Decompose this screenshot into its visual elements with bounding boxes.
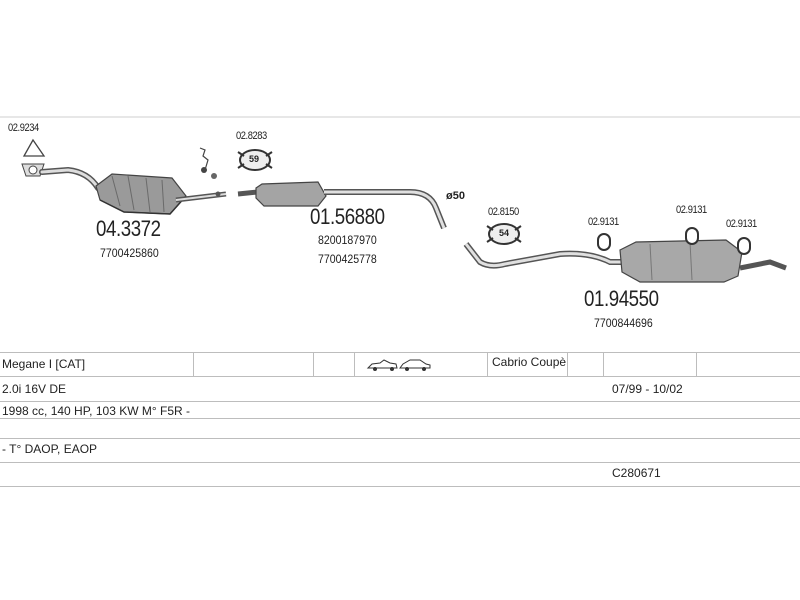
lambda-sensor-icon — [199, 147, 221, 197]
specification-table: Megane I [CAT] Cabrio Coupè 2.0i 16V DE … — [0, 352, 800, 492]
car-body-icon — [366, 359, 431, 371]
table-column-line — [696, 352, 697, 376]
table-divider — [0, 438, 800, 439]
part-code-label: 02.9234 — [8, 122, 39, 134]
rubber-hanger-icon — [737, 237, 751, 255]
middle-silencer-part — [237, 181, 447, 230]
rubber-hanger-icon — [597, 233, 611, 251]
rear-part-number: 01.94550 — [584, 286, 659, 311]
table-divider — [0, 352, 800, 353]
catalytic-converter-part — [39, 166, 227, 215]
table-column-line — [603, 352, 604, 376]
table-divider — [0, 418, 800, 419]
table-column-line — [193, 352, 194, 376]
part-code-label: 02.9131 — [588, 216, 619, 228]
middle-ref-number: 7700425778 — [318, 252, 377, 266]
catalytic-ref-number: 7700425860 — [100, 246, 159, 260]
part-code-label: 02.8150 — [488, 206, 519, 218]
rear-ref-number: 7700844696 — [594, 316, 653, 330]
catalog-code-cell: C280671 — [612, 466, 661, 480]
table-column-line — [567, 352, 568, 376]
table-divider — [0, 462, 800, 463]
part-code-label: 02.9131 — [726, 218, 757, 230]
table-column-line — [487, 352, 488, 376]
catalytic-part-number: 04.3372 — [96, 216, 161, 241]
clamp-icon — [486, 223, 522, 245]
clamp-size-label: 59 — [249, 154, 260, 164]
gasket-triangle-icon — [21, 138, 46, 177]
table-divider — [0, 376, 800, 377]
table-column-line — [313, 352, 314, 376]
engine-cell: 2.0i 16V DE — [2, 382, 67, 396]
part-code-label: 02.8283 — [236, 130, 267, 142]
table-column-line — [354, 352, 355, 376]
middle-part-number: 01.56880 — [310, 204, 385, 229]
middle-ref-number: 8200187970 — [318, 233, 377, 247]
pipe-diameter-label: ø50 — [446, 190, 465, 202]
part-code-label: 02.9131 — [676, 204, 707, 216]
exhaust-drawing — [0, 116, 800, 283]
clamp-icon — [237, 149, 273, 171]
rubber-hanger-icon — [685, 227, 699, 245]
clamp-size-label: 54 — [499, 228, 510, 238]
table-divider — [0, 486, 800, 487]
exhaust-diagram: 02.9234 02.8283 59 04.3372 7700425860 01… — [0, 116, 800, 330]
model-cell: Megane I [CAT] — [2, 357, 86, 371]
body-type-cell: Cabrio Coupè — [492, 355, 567, 369]
rear-silencer-part — [463, 239, 787, 283]
notes-cell: - T° DAOP, EAOP — [2, 442, 98, 456]
years-cell: 07/99 - 10/02 — [612, 382, 683, 396]
table-divider — [0, 401, 800, 402]
engine-details-cell: 1998 cc, 140 HP, 103 KW M° F5R - — [2, 404, 190, 418]
